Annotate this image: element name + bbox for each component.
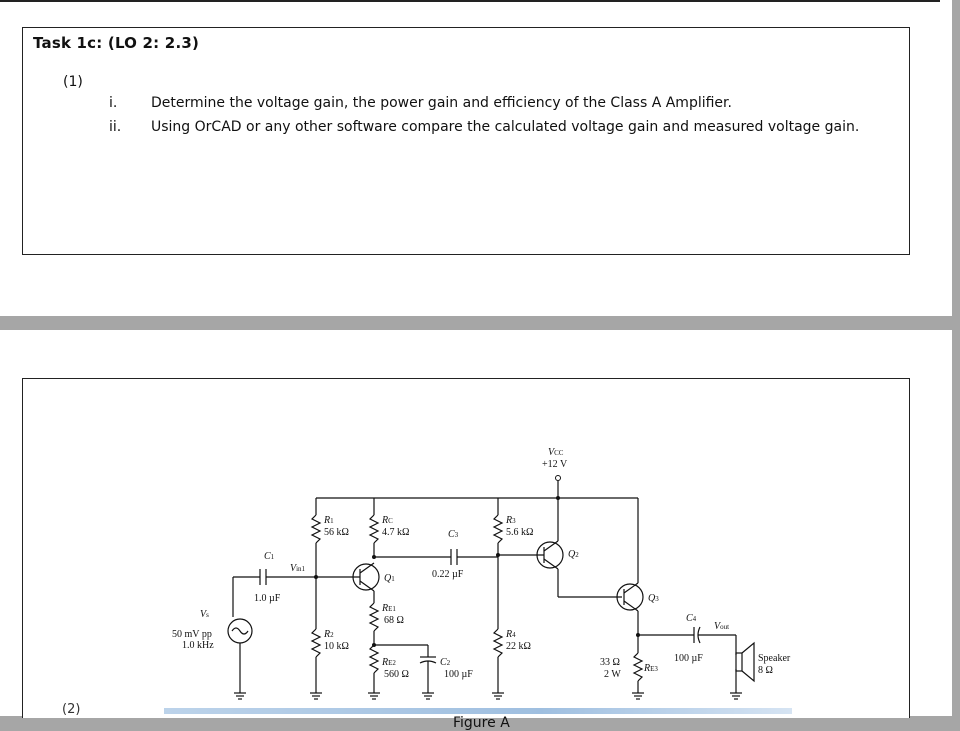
c2-value: 100 µF <box>444 669 473 680</box>
re2-value: 560 Ω <box>384 669 409 680</box>
vs-amplitude: 50 mV pp <box>172 629 212 640</box>
c3-value: 0.22 µF <box>432 569 464 580</box>
task-title: Task 1c: (LO 2: 2.3) <box>33 34 200 52</box>
re2-label: RE2 <box>381 657 396 668</box>
re1-value: 68 Ω <box>384 615 404 626</box>
r2-value: 10 kΩ <box>324 641 349 652</box>
r1-label: R1 <box>323 515 334 526</box>
vout-label: Vout <box>714 621 729 632</box>
item-marker: i. <box>109 95 118 111</box>
re3-label: RE3 <box>643 663 658 674</box>
q2-label: Q2 <box>568 549 579 560</box>
figure-caption: Figure A <box>453 715 510 731</box>
c4-label: C4 <box>686 613 697 624</box>
document-page-1: Task 1c: (LO 2: 2.3) (1) i. Determine th… <box>0 0 952 316</box>
r4-label: R4 <box>505 629 516 640</box>
document-page-2: VCC +12 V R1 56 kΩ RC 4.7 kΩ C3 0.22 µF … <box>0 330 952 731</box>
figure-box: VCC +12 V R1 56 kΩ RC 4.7 kΩ C3 0.22 µF … <box>22 378 910 731</box>
q3-label: Q3 <box>648 593 659 604</box>
r3-value: 5.6 kΩ <box>506 527 533 538</box>
question-number: (1) <box>63 74 83 90</box>
item-text: Using OrCAD or any other software compar… <box>151 119 860 135</box>
c1-label: C1 <box>264 551 275 562</box>
re3-power: 2 W <box>604 669 621 680</box>
speaker-label: Speaker <box>758 653 791 664</box>
r1-value: 56 kΩ <box>324 527 349 538</box>
c1-value: 1.0 µF <box>254 593 281 604</box>
rc-value: 4.7 kΩ <box>382 527 409 538</box>
page-top-rule <box>0 0 940 2</box>
c3-label: C3 <box>448 529 459 540</box>
r2-label: R2 <box>323 629 334 640</box>
c4-value: 100 µF <box>674 653 703 664</box>
circuit-figure: VCC +12 V R1 56 kΩ RC 4.7 kΩ C3 0.22 µF … <box>164 431 792 717</box>
vcc-value: +12 V <box>542 459 568 470</box>
c2-label: C2 <box>440 657 451 668</box>
re3-resistance: 33 Ω <box>600 657 620 668</box>
r3-label: R3 <box>505 515 516 526</box>
vcc-label: VCC <box>548 447 564 458</box>
circuit-diagram: VCC +12 V R1 56 kΩ RC 4.7 kΩ C3 0.22 µF … <box>172 447 791 700</box>
rc-label: RC <box>381 515 393 526</box>
item-marker: ii. <box>109 119 122 135</box>
q1-label: Q1 <box>384 573 395 584</box>
vs-label: Vs <box>200 609 209 620</box>
re1-label: RE1 <box>381 603 396 614</box>
next-item-stub: (2) <box>62 702 81 717</box>
vs-frequency: 1.0 kHz <box>182 640 214 651</box>
figure-bottom-strip <box>164 708 792 714</box>
vin-label: Vin1 <box>290 563 306 574</box>
item-text: Determine the voltage gain, the power ga… <box>151 95 732 111</box>
speaker-value: 8 Ω <box>758 665 773 676</box>
r4-value: 22 kΩ <box>506 641 531 652</box>
task-box: Task 1c: (LO 2: 2.3) (1) i. Determine th… <box>22 27 910 255</box>
